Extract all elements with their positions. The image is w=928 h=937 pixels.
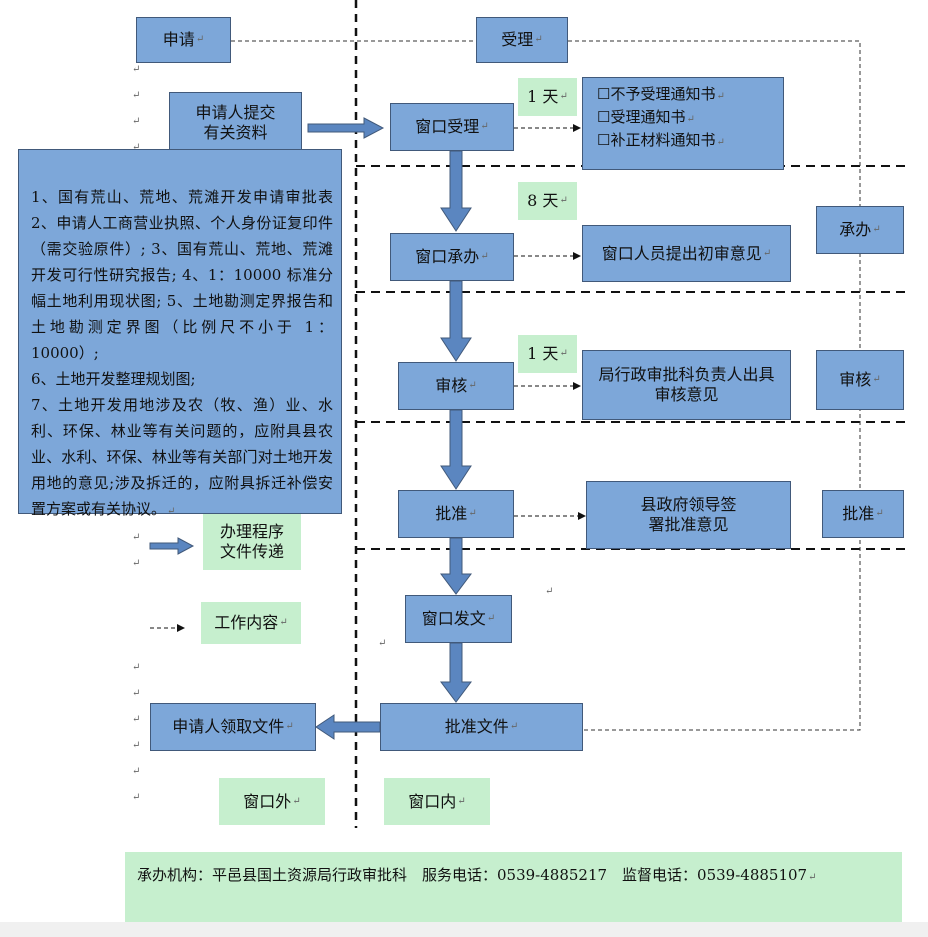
arrow-doc-to-collect: [315, 714, 381, 740]
legend-blue-arrow: [149, 537, 195, 555]
notice-option-accepted: ☐受理通知书↵: [597, 108, 695, 126]
arrow-issue-to-doc: [440, 642, 472, 703]
arrow-handle-to-review: [440, 280, 472, 362]
arrow-submit-to-accept: [307, 117, 385, 139]
approve-box: 批准↵: [398, 490, 514, 538]
legend-work-label: 工作内容↵: [201, 602, 301, 644]
contact-footer: 承办机构：平邑县国土资源局行政审批科 服务电话：0539-4885217 监督电…: [125, 852, 902, 922]
notice-options-box: ☐不予受理通知书↵ ☐受理通知书↵ ☐补正材料通知书↵: [582, 77, 784, 170]
window-handle-box: 窗口承办↵: [390, 233, 514, 281]
submit-materials-box: 申请人提交有关资料: [169, 92, 302, 154]
initial-opinion-box: 窗口人员提出初审意见↵: [582, 225, 791, 282]
arrow-accept-to-handle: [440, 150, 472, 232]
review-opinion-box: 局行政审批科负责人出具审核意见: [582, 350, 791, 420]
right-label-review: 审核↵: [816, 350, 904, 410]
leader-sign-box: 县政府领导签署批准意见: [586, 481, 791, 549]
window-issue-box: 窗口发文↵: [405, 595, 512, 643]
right-label-approve: 批准↵: [822, 490, 904, 538]
notice-option-supplement: ☐补正材料通知书↵: [597, 131, 725, 149]
arrow-approve-to-issue: [440, 537, 472, 595]
arrow-review-to-approve: [440, 409, 472, 490]
approval-document-box: 批准文件↵: [380, 703, 583, 751]
window-bottom-bar: [0, 922, 928, 937]
zone-inside-label: 窗口内↵: [384, 778, 490, 825]
apply-label-box: 申请↵: [136, 17, 231, 63]
legend-procedure-label: 办理程序文件传递: [203, 514, 301, 570]
required-materials-box: 1、国有荒山、荒地、荒滩开发申请审批表 2、申请人工商营业执照、个人身份证复印件…: [18, 149, 342, 518]
accept-label-box: 受理↵: [476, 17, 568, 63]
right-side-connector: [565, 40, 861, 731]
notice-option-not-accepted: ☐不予受理通知书↵: [597, 85, 725, 103]
review-box: 审核↵: [398, 362, 514, 410]
collect-document-box: 申请人领取文件↵: [150, 703, 316, 751]
window-accept-box: 窗口受理↵: [390, 103, 514, 151]
zone-outside-label: 窗口外↵: [219, 778, 325, 825]
duration-badge-1: 1 天↵: [518, 78, 577, 116]
right-label-handle: 承办↵: [816, 206, 904, 254]
duration-badge-2: 8 天↵: [518, 182, 577, 220]
flow-arrows: [149, 117, 472, 740]
duration-badge-3: 1 天↵: [518, 335, 577, 373]
